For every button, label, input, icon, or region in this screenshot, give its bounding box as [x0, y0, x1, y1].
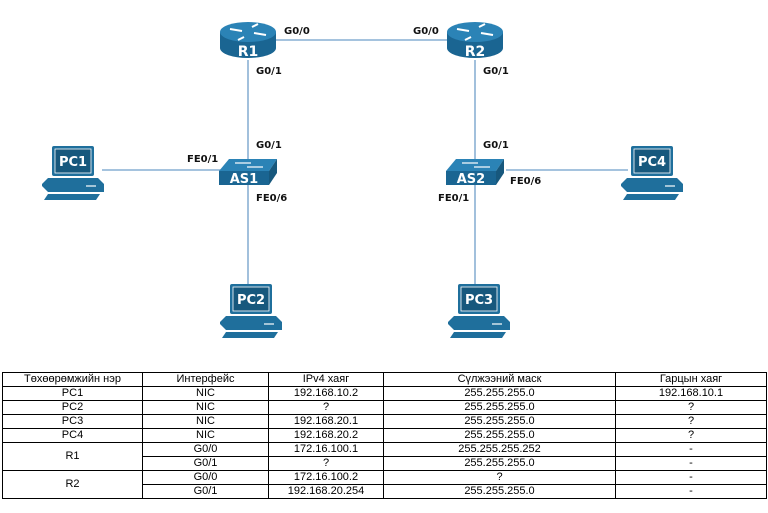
table-row: PC4 NIC 192.168.20.2 255.255.255.0 ? [2, 428, 767, 443]
port-label-as2-g01: G0/1 [483, 140, 509, 151]
port-label-r2-g01: G0/1 [483, 66, 509, 77]
switch-as1[interactable]: AS1 [218, 158, 278, 187]
port-label-r1-g00: G0/0 [284, 26, 310, 37]
cell-gateway: - [615, 484, 767, 499]
table-header-row: Төхөөрөмжийн нэр Интерфейс IPv4 хаяг Сүл… [2, 372, 767, 387]
cell-gateway: - [615, 456, 767, 471]
header-interface: Интерфейс [142, 372, 269, 387]
addressing-table: Төхөөрөмжийн нэр Интерфейс IPv4 хаяг Сүл… [2, 372, 767, 499]
switch-as2[interactable]: AS2 [445, 158, 505, 187]
cell-mask: ? [383, 470, 616, 485]
table-row: R1 G0/0 172.16.100.1 255.255.255.252 - [2, 442, 767, 471]
router-r1[interactable]: R1 [219, 21, 277, 60]
port-label-r2-g00: G0/0 [413, 26, 439, 37]
pc-pc2-label: PC2 [237, 293, 265, 308]
cell-device: PC3 [2, 414, 143, 429]
cell-mask: 255.255.255.0 [383, 456, 616, 471]
cell-device: PC1 [2, 386, 143, 401]
cell-gateway: - [615, 442, 767, 457]
network-topology: R1 R2 AS1 AS2 PC1 PC2 PC3 PC4 G0/0 G0/0 … [41, 21, 684, 339]
header-gateway: Гарцын хаяг [615, 372, 767, 387]
pc-pc3[interactable]: PC3 [447, 283, 511, 339]
cell-gateway: - [615, 470, 767, 485]
port-label-as1-fe01: FE0/1 [187, 154, 218, 165]
cell-ipv4: 192.168.20.2 [268, 428, 384, 443]
header-device-name: Төхөөрөмжийн нэр [2, 372, 143, 387]
table-row: PC1 NIC 192.168.10.2 255.255.255.0 192.1… [2, 386, 767, 401]
pc-pc3-label: PC3 [465, 293, 493, 308]
cell-ipv4: 172.16.100.2 [268, 470, 384, 485]
cell-ipv4: 192.168.20.254 [268, 484, 384, 499]
port-label-as2-fe06: FE0/6 [510, 176, 541, 187]
cell-interface: NIC [142, 414, 269, 429]
port-label-as2-fe01: FE0/1 [438, 193, 469, 204]
pc-pc4[interactable]: PC4 [620, 145, 684, 201]
cell-interface: G0/0 [142, 442, 269, 457]
cell-ipv4: 192.168.20.1 [268, 414, 384, 429]
switch-as2-label: AS2 [457, 172, 485, 187]
cell-mask: 255.255.255.0 [383, 414, 616, 429]
cell-mask: 255.255.255.0 [383, 400, 616, 415]
pc-pc4-label: PC4 [638, 155, 666, 170]
router-r2-label: R2 [465, 44, 486, 60]
table-row: G0/1 192.168.20.254 255.255.255.0 - [3, 484, 767, 499]
port-label-r1-g01: G0/1 [256, 66, 282, 77]
cell-interface: G0/1 [142, 456, 269, 471]
cell-device: PC4 [2, 428, 143, 443]
cell-ipv4: ? [268, 400, 384, 415]
table-row: R2 G0/0 172.16.100.2 ? - [2, 470, 767, 499]
cell-device: R1 [2, 442, 143, 471]
cell-gateway: ? [615, 428, 767, 443]
cell-interface: G0/0 [142, 470, 269, 485]
table-row: PC3 NIC 192.168.20.1 255.255.255.0 ? [2, 414, 767, 429]
router-r2[interactable]: R2 [446, 21, 504, 60]
port-label-as1-g01: G0/1 [256, 140, 282, 151]
cell-gateway: ? [615, 400, 767, 415]
cell-ipv4: 172.16.100.1 [268, 442, 384, 457]
switch-as1-label: AS1 [230, 172, 258, 187]
cell-ipv4: ? [268, 456, 384, 471]
cell-device: PC2 [2, 400, 143, 415]
router-r1-label: R1 [238, 44, 259, 60]
cell-interface: NIC [142, 386, 269, 401]
cell-gateway: ? [615, 414, 767, 429]
pc-pc1[interactable]: PC1 [41, 145, 105, 201]
header-subnet-mask: Сүлжээний маск [383, 372, 616, 387]
cell-ipv4: 192.168.10.2 [268, 386, 384, 401]
header-ipv4: IPv4 хаяг [268, 372, 384, 387]
cell-mask: 255.255.255.0 [383, 386, 616, 401]
pc-pc2[interactable]: PC2 [219, 283, 283, 339]
cell-mask: 255.255.255.0 [383, 428, 616, 443]
cell-mask: 255.255.255.0 [383, 484, 616, 499]
cell-interface: G0/1 [142, 484, 269, 499]
cell-interface: NIC [142, 428, 269, 443]
cell-interface: NIC [142, 400, 269, 415]
cell-device: R2 [2, 470, 143, 499]
port-label-as1-fe06: FE0/6 [256, 193, 287, 204]
table-row: PC2 NIC ? 255.255.255.0 ? [2, 400, 767, 415]
cell-gateway: 192.168.10.1 [615, 386, 767, 401]
cell-mask: 255.255.255.252 [383, 442, 616, 457]
pc-pc1-label: PC1 [59, 155, 87, 170]
